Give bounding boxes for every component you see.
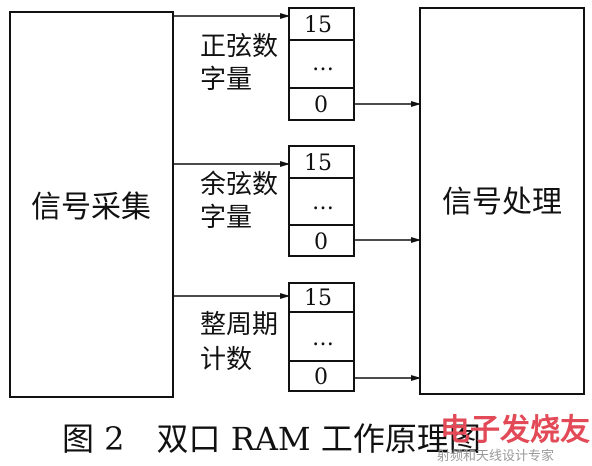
ram-cosine-bit-high: 15 [304, 151, 332, 176]
ram-cosine-label-line2: 字量 [200, 203, 252, 233]
ram-sine-label-line2: 字量 [200, 65, 252, 95]
ram-cosine: 15 … 0 余弦数 字量 [173, 145, 421, 257]
ram-period-label-line1: 整周期 [200, 310, 278, 340]
ram-period-cell-bottom [288, 360, 355, 392]
watermark-logo: 电子发烧友 [440, 413, 590, 448]
ram-period-label-line2: 计数 [200, 345, 252, 375]
signal-acquisition-label: 信号采集 [31, 190, 151, 225]
ram-cosine-label-line1: 余弦数 [200, 170, 278, 200]
watermark-tagline: 射频和天线设计专家 [437, 448, 554, 464]
ram-cosine-bit-low: 0 [314, 230, 328, 255]
ram-cosine-cell-bottom [288, 224, 355, 257]
ram-sine-ellipsis: … [312, 51, 334, 76]
ram-period: 15 … 0 整周期 计数 [173, 282, 421, 392]
ram-sine-label-line1: 正弦数 [200, 32, 278, 62]
signal-acquisition-block [9, 11, 174, 398]
ram-period-bit-low: 0 [314, 365, 328, 390]
ram-period-cell-middle [288, 311, 355, 362]
ram-cosine-ellipsis: … [312, 190, 334, 215]
ram-sine: 15 … 0 正弦数 字量 [173, 7, 421, 121]
signal-processing-block [419, 7, 585, 395]
ram-cosine-cell-middle [288, 177, 355, 226]
ram-period-ellipsis: … [312, 326, 334, 351]
signal-processing-label: 信号处理 [442, 185, 562, 220]
ram-sine-bit-high: 15 [304, 13, 332, 38]
ram-period-bit-high: 15 [304, 286, 332, 311]
figure-caption: 图 2 双口 RAM 工作原理图 [62, 420, 481, 458]
ram-period-cell-top [288, 282, 355, 313]
ram-sine-bit-low: 0 [314, 93, 328, 118]
